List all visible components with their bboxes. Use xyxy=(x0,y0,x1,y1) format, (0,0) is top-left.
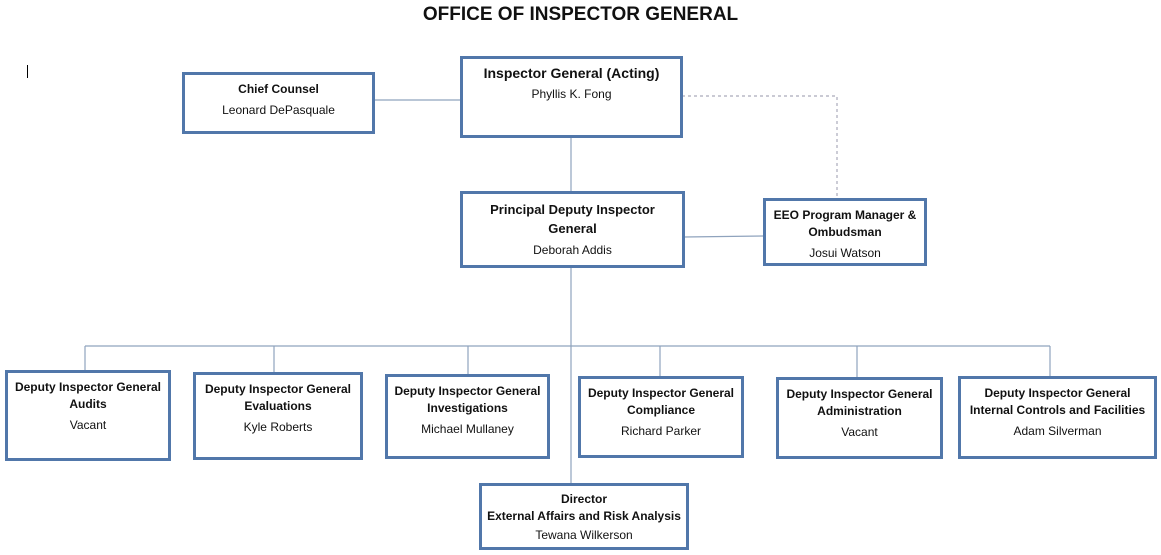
box-person: Adam Silverman xyxy=(1013,424,1102,438)
box-title: Deputy Inspector General Compliance xyxy=(587,386,735,417)
box-director-external-affairs: Director External Affairs and Risk Analy… xyxy=(479,483,689,550)
chart-title: OFFICE OF INSPECTOR GENERAL xyxy=(422,4,739,25)
box-title: Principal Deputy Inspector General xyxy=(490,202,655,236)
box-dig-investigations: Deputy Inspector General Investigations … xyxy=(385,374,550,459)
box-title: Deputy Inspector General Audits xyxy=(14,380,162,411)
box-title: Deputy Inspector General Internal Contro… xyxy=(969,386,1146,417)
box-title: EEO Program Manager & Ombudsman xyxy=(773,208,917,239)
box-title: Deputy Inspector General Evaluations xyxy=(204,382,352,413)
box-dig-compliance: Deputy Inspector General Compliance Rich… xyxy=(578,376,744,458)
box-person: Vacant xyxy=(69,418,107,432)
box-principal-deputy: Principal Deputy Inspector General Debor… xyxy=(460,191,685,268)
box-title: Inspector General (Acting) xyxy=(483,65,660,81)
box-dig-audits: Deputy Inspector General Audits Vacant xyxy=(5,370,171,461)
box-dig-internal-controls: Deputy Inspector General Internal Contro… xyxy=(958,376,1157,459)
connector-ig-eeo-dashed xyxy=(682,95,838,198)
box-eeo: EEO Program Manager & Ombudsman Josui Wa… xyxy=(763,198,927,266)
box-title: Deputy Inspector General Investigations xyxy=(394,384,541,415)
box-person: Richard Parker xyxy=(620,424,702,438)
box-title: Deputy Inspector General Administration xyxy=(786,387,933,418)
box-person: Kyle Roberts xyxy=(243,420,313,434)
box-person: Michael Mullaney xyxy=(421,422,514,436)
box-chief-counsel: Chief Counsel Leonard DePasquale xyxy=(182,72,375,134)
box-person: Phyllis K. Fong xyxy=(531,87,612,101)
connector-pdig-eeo xyxy=(683,235,764,238)
box-dig-administration: Deputy Inspector General Administration … xyxy=(776,377,943,459)
box-title: Director External Affairs and Risk Analy… xyxy=(487,492,681,523)
box-title: Chief Counsel xyxy=(238,82,319,96)
box-person: Leonard DePasquale xyxy=(222,103,335,117)
box-person: Vacant xyxy=(841,425,878,439)
text-cursor xyxy=(27,65,28,78)
box-person: Josui Watson xyxy=(809,246,881,260)
box-dig-evaluations: Deputy Inspector General Evaluations Kyl… xyxy=(193,372,363,460)
box-person: Tewana Wilkerson xyxy=(535,528,633,542)
box-person: Deborah Addis xyxy=(533,243,612,257)
box-inspector-general: Inspector General (Acting) Phyllis K. Fo… xyxy=(460,56,683,138)
